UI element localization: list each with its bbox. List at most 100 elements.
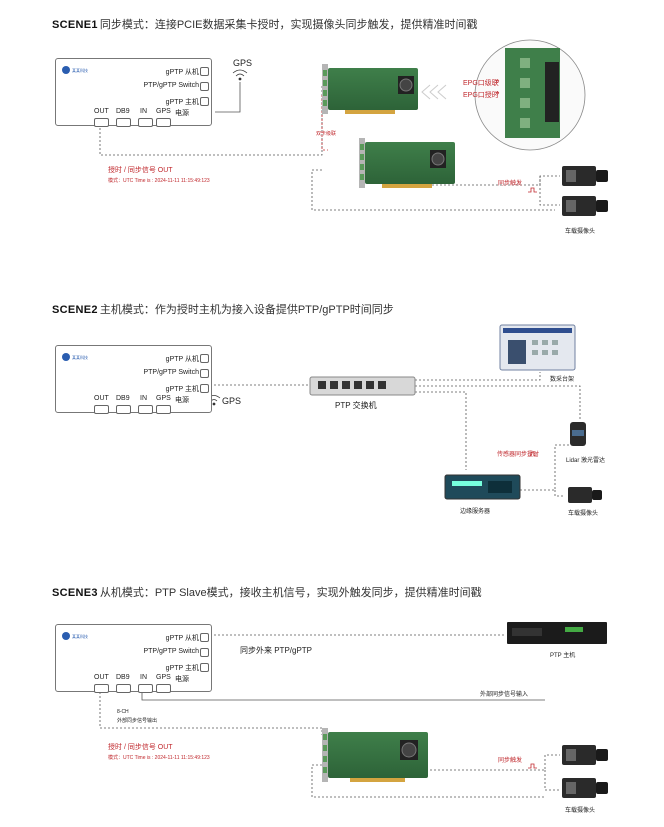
scene2-switch-label: PTP/gPTP Switch: [143, 369, 199, 376]
scene1-tag: SCENE1: [52, 19, 98, 31]
scene1-dual-card-label: 双卡级联: [316, 131, 337, 137]
scene2-lidar-label: Lidar 激光雷达: [566, 458, 606, 464]
scene3-sync-external-label: 同步外来 PTP/gPTP: [240, 646, 313, 655]
scene3-tag: SCENE3: [52, 587, 98, 599]
scene3-mode-time-label: 模式：UTC Time is : 2024-11-11 11:15:49:123: [108, 755, 210, 761]
scene2-logo-text: 某某科技: [72, 355, 88, 360]
scene3-port-out-label: OUT: [94, 674, 109, 681]
scene2-gps-label: GPS: [222, 396, 242, 406]
scene3-gptp-slave-port: [200, 633, 209, 642]
scene2-port-power-label: 电源: [175, 397, 189, 404]
scene1-zoom-circle: [474, 39, 586, 151]
scene2-ptp-switch: [309, 376, 416, 396]
scene3-gptp-master-label: gPTP 主机: [165, 665, 199, 672]
scene1-logo-text: 某某科技: [72, 68, 88, 73]
scene1-gps-label: GPS: [233, 58, 253, 68]
scene2-rack-line: [415, 372, 541, 381]
scene1-mode-time-label: 模式：UTC Time is : 2024-11-11 11:15:49:123: [108, 178, 210, 184]
scene1-gptp-master-label: gPTP 主机: [165, 99, 199, 106]
scene2-port-gps-label: GPS: [156, 395, 171, 402]
scene2-lidar-line: [415, 385, 581, 420]
scene1-epg-cascade-label: EPG口级联: [463, 80, 499, 87]
scene2-gptp-master-label: gPTP 主机: [165, 386, 199, 393]
scene3-logo-icon: [62, 632, 70, 640]
scene1-logo-icon: [62, 66, 70, 74]
scene2-port-in: [138, 405, 153, 414]
scene3-port-gps-label: GPS: [156, 674, 171, 681]
scene2-port-out-label: OUT: [94, 395, 109, 402]
scene3-port-gps: [156, 684, 171, 693]
scene1-camera-line3: [539, 176, 560, 206]
scene3-port-in: [138, 684, 153, 693]
scene1-camera-1: [562, 166, 608, 186]
scene1-port-power-label: 电源: [175, 110, 189, 117]
scene1-port-gps: [156, 118, 171, 127]
scene3-gptp-slave-label: gPTP 从机: [165, 635, 199, 642]
scene2-port-db9-label: DB9: [116, 395, 130, 402]
scene2-port-in-label: IN: [140, 395, 147, 402]
scene2-device: 某某科技 gPTP 从机 PTP/gPTP Switch gPTP 主机 OUT…: [55, 345, 212, 414]
scene3-switch-port: [200, 648, 209, 657]
scene2-edge-server-label: 边缘服务器: [460, 509, 491, 515]
scene3-camera-line: [311, 764, 545, 798]
scene3-camera-1: [562, 745, 608, 765]
scene3-ptp-master-device: [507, 622, 607, 644]
scene1-camera-line: [311, 169, 555, 211]
scene2-rack-label: 数采台架: [550, 377, 575, 383]
scene2-server-line: [415, 391, 467, 470]
scene2-switch-port: [200, 369, 209, 378]
scene1-camera-2: [562, 196, 608, 216]
scene3-channels-label: 8-CH: [117, 709, 129, 715]
scene3-device: 某某科技 gPTP 从机 PTP/gPTP Switch gPTP 主机 OUT…: [55, 624, 212, 693]
scene2-logo-icon: [62, 353, 70, 361]
scene1-pcie-card-1: [322, 64, 418, 114]
scene1-pcie-card-2: [359, 138, 455, 188]
scene3-camera-line3: [544, 770, 560, 791]
scene1-device: 某某科技 gPTP 从机 PTP/gPTP Switch gPTP 主机 OUT…: [55, 58, 212, 127]
scene2-camera-line: [554, 490, 565, 497]
scene3-external-output-label: 外部同步信号输出: [117, 718, 158, 724]
scene1-chevron-icon-2: »: [495, 88, 500, 97]
scene2-sensor-sync-label: 传感器同步授时: [497, 452, 540, 458]
scene2-tag: SCENE2: [52, 304, 98, 316]
scene1-port-in-label: IN: [140, 108, 147, 115]
scene1-camera-label: 车载摄像头: [565, 229, 596, 235]
scene3-signal-out-label: 授时 / 同步信号 OUT: [108, 744, 173, 751]
scene3-switch-label: PTP/gPTP Switch: [143, 648, 199, 655]
scene2-switch-device-label: PTP 交换机: [335, 401, 377, 410]
scene1-signal-out-label: 授时 / 同步信号 OUT: [108, 167, 173, 174]
scene3-external-input-label: 外部同步信号输入: [480, 692, 529, 698]
scene2-gptp-slave-label: gPTP 从机: [165, 356, 199, 363]
scene1-epg-timing-label: EPG口授时: [463, 92, 499, 99]
scene1-gps-wifi: [232, 69, 248, 81]
scene3-logo-text: 某某科技: [72, 634, 88, 639]
scene1-port-out-label: OUT: [94, 108, 109, 115]
scene3-port-in-label: IN: [140, 674, 147, 681]
scene3-gptp-master-port: [200, 663, 209, 672]
scene1-chevron-icon-1: »: [495, 76, 500, 85]
scene2-port-db9: [116, 405, 131, 414]
scene1-gptp-slave-label: gPTP 从机: [165, 69, 199, 76]
scene1-port-gps-label: GPS: [156, 108, 171, 115]
scene3-sync-trigger-label: 同步触发: [498, 758, 523, 764]
scene3-port-db9: [116, 684, 131, 693]
scene3-port-power-label: 电源: [175, 676, 189, 683]
scene1-sync-trigger-label: 同步触发: [498, 181, 523, 187]
scene3-pcie-card: [322, 728, 428, 782]
scene1-gps-line: [215, 82, 241, 113]
scene1-port-db9: [116, 118, 131, 127]
scene1-port-in: [138, 118, 153, 127]
scene2-sensor-line: [520, 444, 570, 491]
scene3-ptp-master-label: PTP 主机: [550, 653, 576, 659]
scene1-switch-port: [200, 82, 209, 91]
scene1-gptp-slave-port: [200, 67, 209, 76]
scene3-port-out: [94, 684, 109, 693]
scene2-edge-server: [444, 474, 521, 500]
scene2-camera-label: 车载摄像头: [568, 511, 599, 517]
scene1-port-out: [94, 118, 109, 127]
scene2-data-rack: [499, 324, 576, 371]
scene2-port-out: [94, 405, 109, 414]
